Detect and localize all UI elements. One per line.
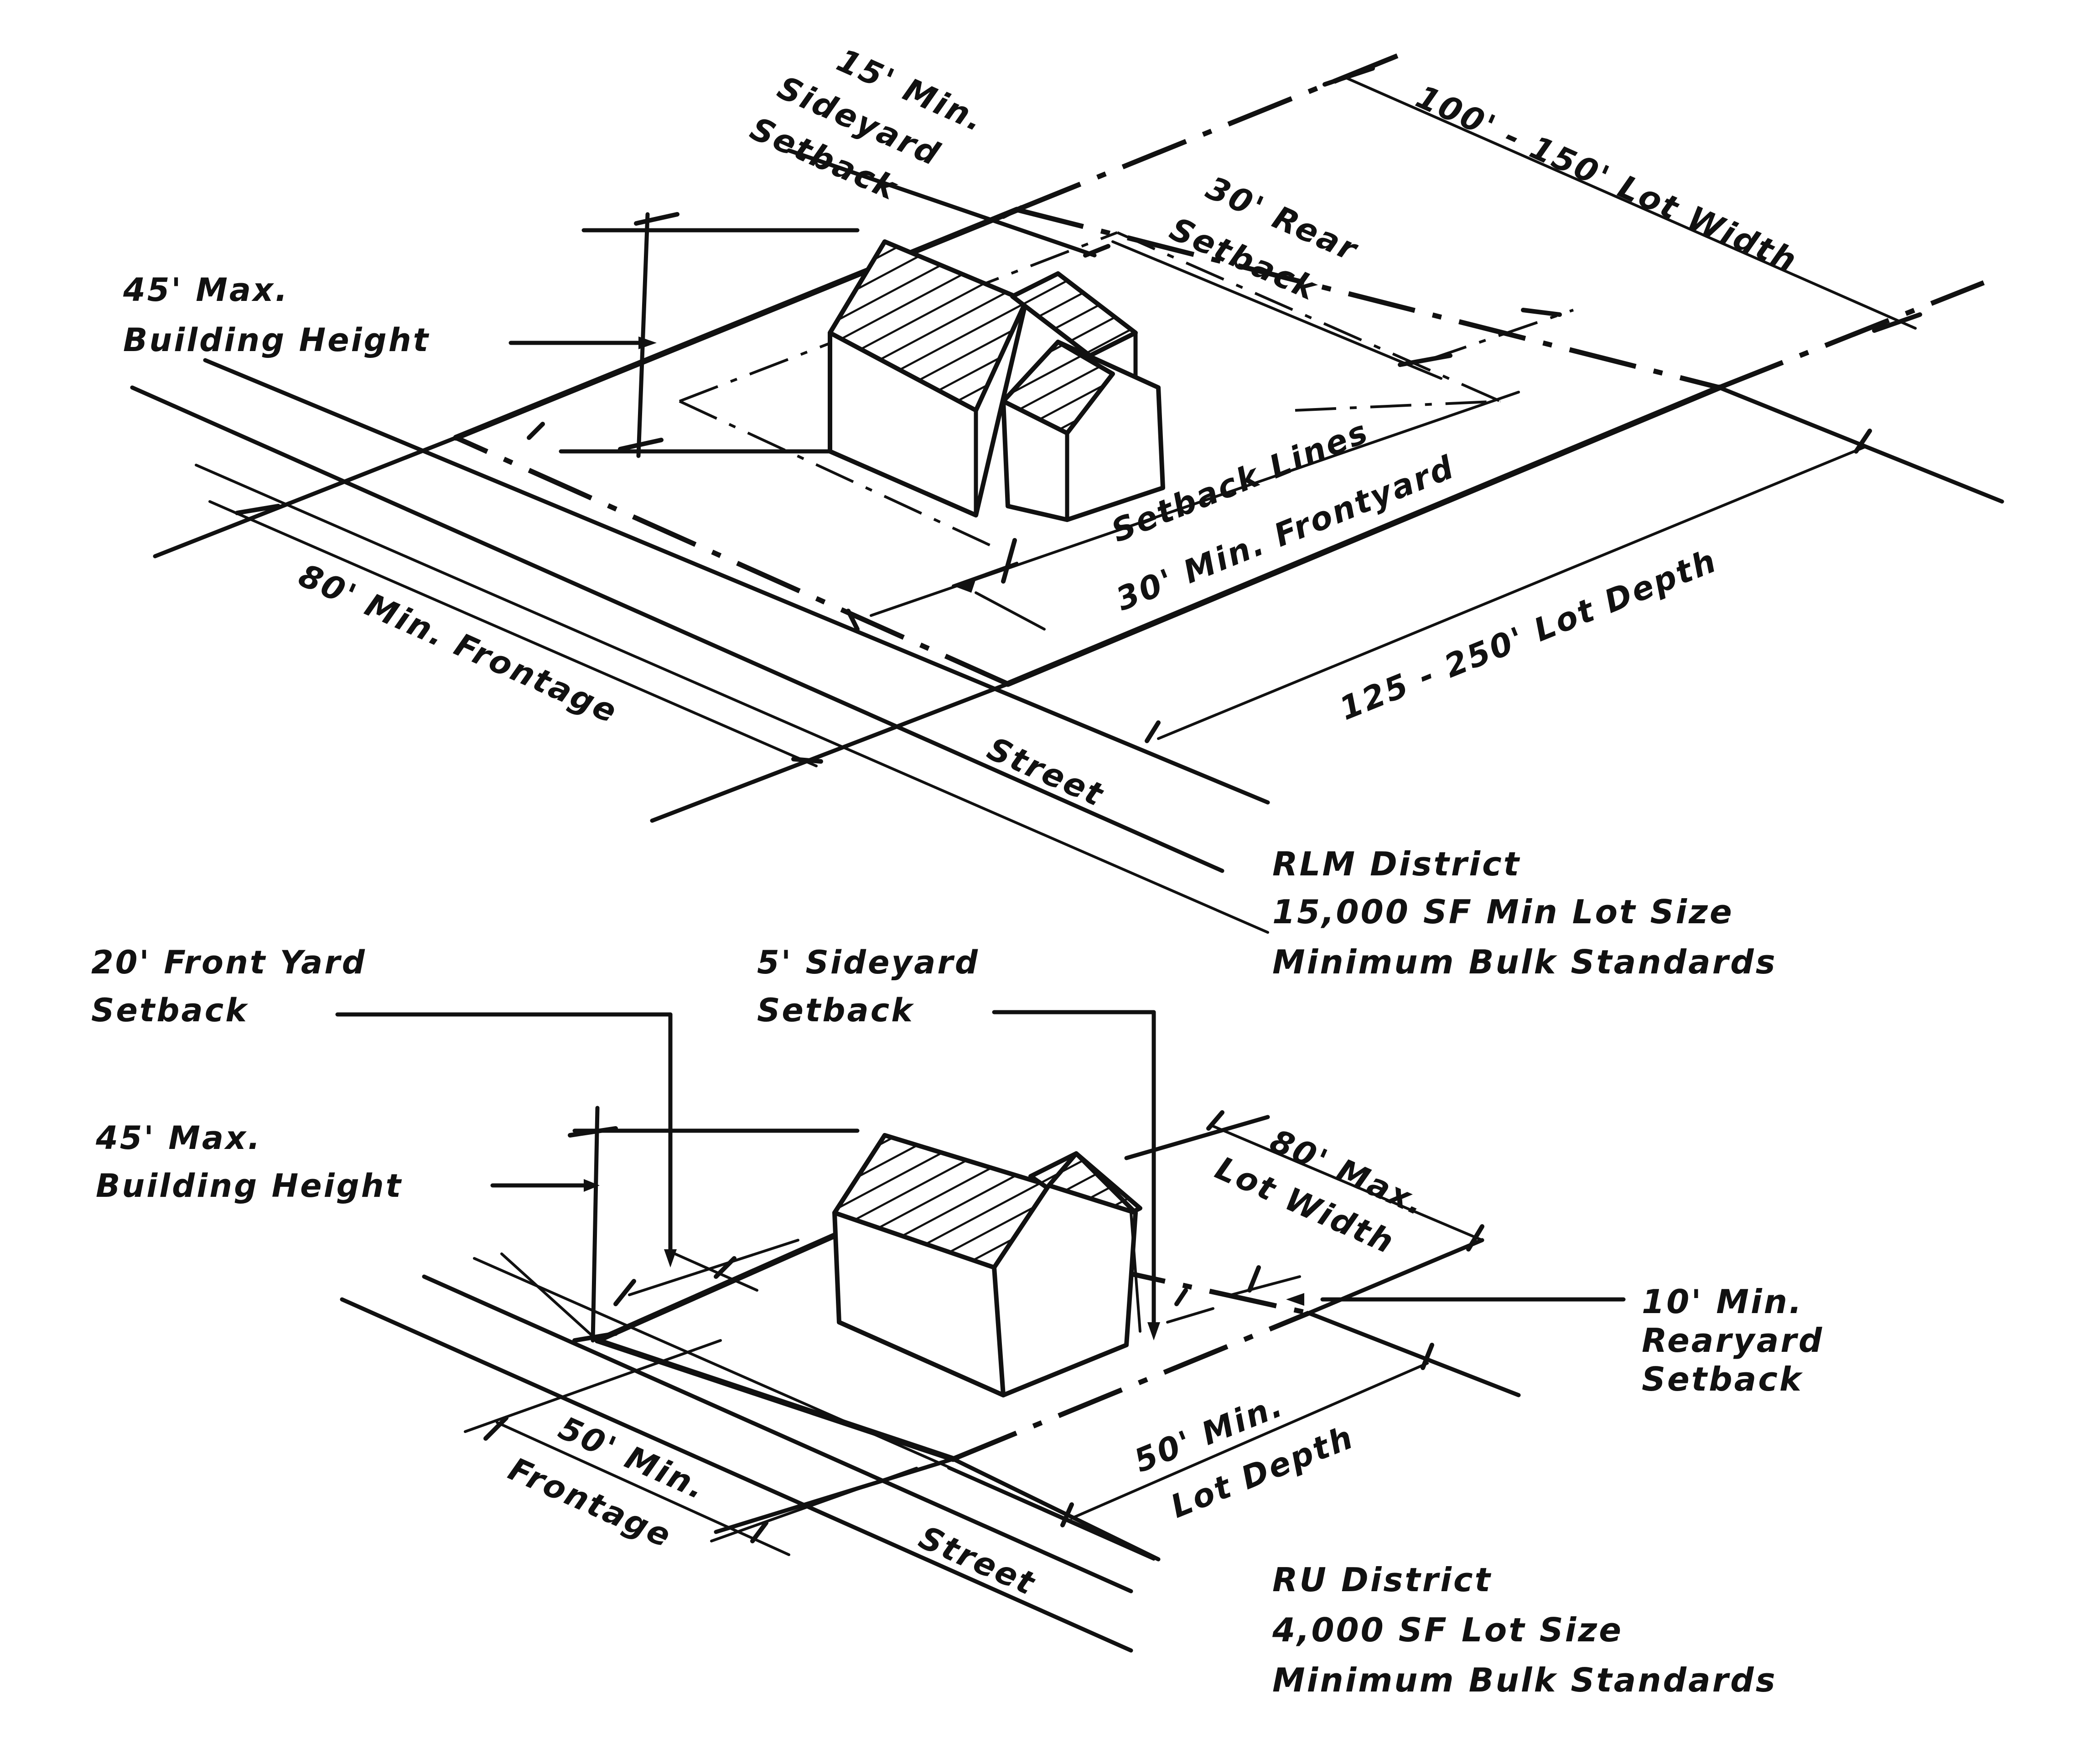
bottom-front-yard-line-1: 20' Front Yard xyxy=(91,944,367,981)
bottom-rearyard-line-2: Rearyard xyxy=(1642,1321,1824,1360)
top-lot-width-label: 100' - 150' Lot Width xyxy=(1411,78,1803,280)
top-dimensions xyxy=(208,66,1922,767)
top-district-line-2: 15,000 SF Min Lot Size xyxy=(1272,893,1734,931)
bottom-district-line-3: Minimum Bulk Standards xyxy=(1272,1661,1777,1699)
bottom-house xyxy=(832,1133,1142,1397)
top-street-label: Street xyxy=(982,730,1110,814)
bottom-sideyard-line-2: Setback xyxy=(757,992,914,1029)
bottom-height-line-1: 45' Max. xyxy=(95,1119,262,1157)
bottom-height-line-2: Building Height xyxy=(96,1167,403,1205)
bottom-height-dimension xyxy=(490,1106,860,1343)
bottom-district-line-1: RU District xyxy=(1272,1561,1492,1599)
top-district-line-1: RLM District xyxy=(1272,845,1521,883)
bottom-sideyard-line-1: 5' Sideyard xyxy=(757,944,980,981)
top-street xyxy=(130,358,1270,934)
top-diagram: 15' Min. Sideyard Setback 100' - 150' Lo… xyxy=(123,41,2004,981)
bottom-front-yard-callout xyxy=(335,1012,799,1306)
bottom-rearyard-line-3: Setback xyxy=(1642,1360,1803,1398)
bottom-diagram: 20' Front Yard Setback 5' Sideyard Setba… xyxy=(91,944,1824,1699)
top-height-line-2: Building Height xyxy=(123,321,430,359)
top-height-line-1: 45' Max. xyxy=(123,271,289,309)
bottom-rearyard-line-1: 10' Min. xyxy=(1642,1283,1803,1321)
bottom-sideyard-callout xyxy=(992,1010,1214,1340)
bottom-dimensions xyxy=(464,1110,1626,1561)
top-lot-depth-label: 125 - 250' Lot Depth xyxy=(1334,542,1723,728)
top-district-line-3: Minimum Bulk Standards xyxy=(1272,943,1777,981)
top-house xyxy=(828,239,1165,522)
bottom-lot-outline xyxy=(500,1115,1521,1562)
bottom-district-line-2: 4,000 SF Lot Size xyxy=(1272,1611,1623,1649)
bottom-street xyxy=(340,1257,1160,1653)
bottom-street-label: Street xyxy=(913,1519,1042,1603)
bottom-front-yard-line-2: Setback xyxy=(91,992,249,1029)
top-height-dimension xyxy=(508,212,860,458)
